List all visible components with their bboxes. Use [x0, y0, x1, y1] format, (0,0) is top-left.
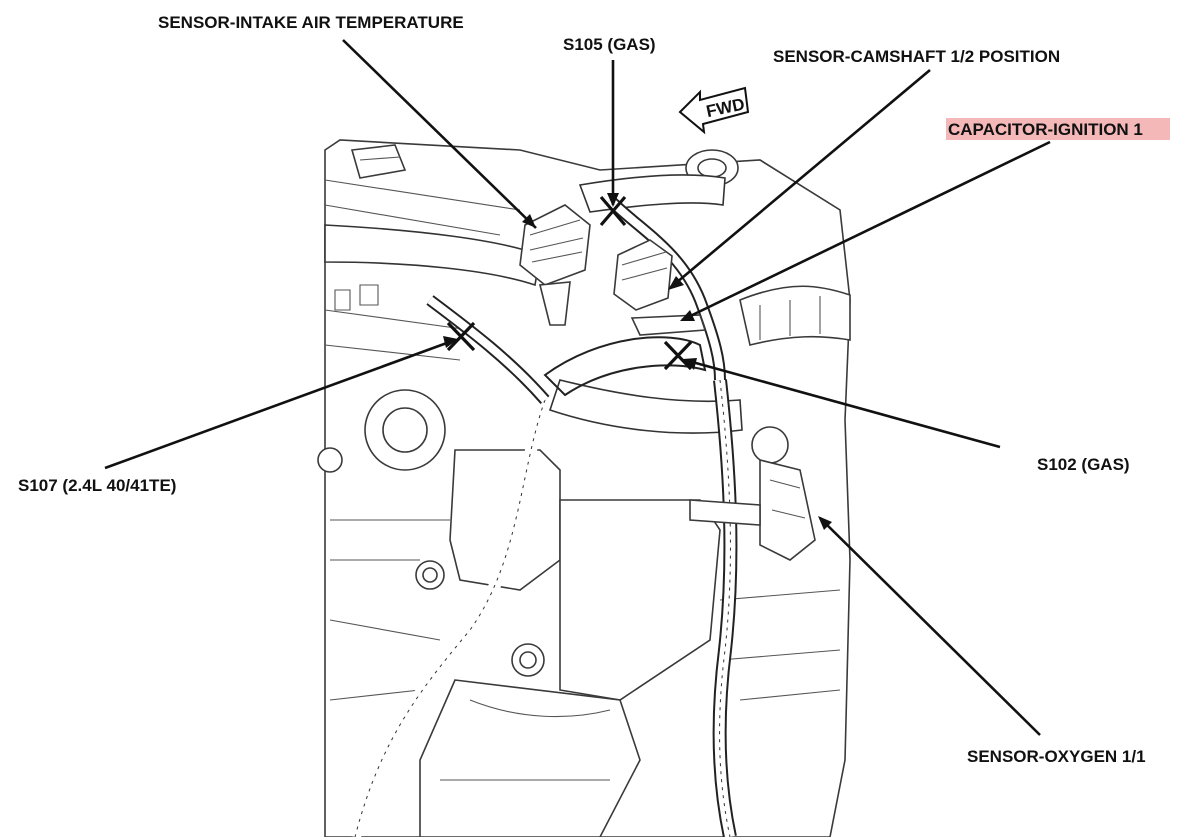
- label-s102: S102 (GAS): [1037, 455, 1130, 474]
- leader-s107: [104, 338, 456, 470]
- splice-s107-marker: [446, 321, 476, 352]
- leader-lines: [104, 39, 1051, 736]
- splice-s102-marker: [663, 340, 693, 371]
- intake-air-temp-connector: [519, 204, 591, 326]
- wiring-harness: [349, 195, 816, 837]
- label-s107: S107 (2.4L 40/41TE): [18, 476, 176, 495]
- leader-camshaft: [669, 69, 931, 289]
- label-camshaft-position: SENSOR-CAMSHAFT 1/2 POSITION: [773, 47, 1060, 66]
- splice-s105-marker: [599, 195, 627, 227]
- label-intake-air-temperature: SENSOR-INTAKE AIR TEMPERATURE: [158, 13, 464, 32]
- forward-arrow-icon: FWD: [678, 86, 750, 135]
- leader-s102: [684, 358, 1001, 449]
- label-capacitor-ignition: CAPACITOR-IGNITION 1: [948, 120, 1143, 139]
- label-oxygen-sensor: SENSOR-OXYGEN 1/1: [967, 747, 1146, 766]
- label-s105: S105 (GAS): [563, 35, 656, 54]
- callout-labels: SENSOR-INTAKE AIR TEMPERATURE S105 (GAS)…: [18, 13, 1170, 766]
- leader-intake-air-temp: [342, 39, 537, 229]
- leader-capacitor: [681, 140, 1051, 322]
- camshaft-sensor-connector: [613, 239, 673, 311]
- capacitor-highlight: [946, 118, 1170, 140]
- leader-oxygen: [819, 517, 1041, 736]
